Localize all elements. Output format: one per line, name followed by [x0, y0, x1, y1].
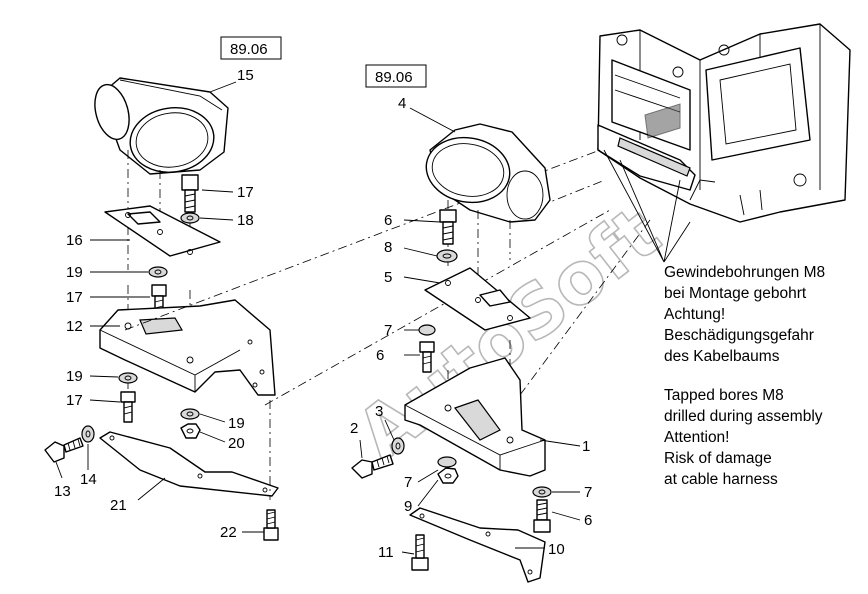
callout-22: 22 [220, 524, 237, 541]
note-line: drilled during assembly [664, 408, 823, 425]
assembly-note-german: Gewindebohrungen M8 bei Montage gebohrt … [664, 262, 868, 367]
note-line: Gewindebohrungen M8 [664, 264, 826, 281]
callout-19: 19 [66, 368, 83, 385]
note-line: Beschädigungsgefahr [664, 327, 814, 344]
callout-1: 1 [582, 438, 590, 455]
callout-20: 20 [228, 435, 245, 452]
callout-5: 5 [384, 269, 392, 286]
callout-15: 15 [237, 67, 254, 84]
callout-numbers: 15 17 18 16 19 17 12 19 17 19 20 13 14 2… [54, 67, 592, 561]
callout-4: 4 [398, 95, 406, 112]
callout-16: 16 [66, 232, 83, 249]
callout-18: 18 [237, 212, 254, 229]
callout-17: 17 [66, 392, 83, 409]
callout-6: 6 [376, 347, 384, 364]
callout-8: 8 [384, 239, 392, 256]
note-line: Risk of damage [664, 450, 772, 467]
callout-leaders [55, 81, 581, 555]
callout-19: 19 [66, 264, 83, 281]
left-assembly: 89.06 [44, 36, 282, 541]
note-line: des Kabelbaums [664, 348, 780, 365]
reference-box-right [365, 64, 427, 88]
callout-21: 21 [110, 497, 127, 514]
callout-14: 14 [80, 471, 97, 488]
callout-17: 17 [237, 184, 254, 201]
callout-9: 9 [404, 498, 412, 515]
callout-13: 13 [54, 483, 71, 500]
callout-7: 7 [404, 474, 412, 491]
callout-10: 10 [548, 541, 565, 558]
callout-6: 6 [584, 512, 592, 529]
reference-label-left: 89.06 [230, 41, 268, 58]
callout-2: 2 [350, 420, 358, 437]
callout-17: 17 [66, 289, 83, 306]
right-assembly: 89.06 [351, 64, 552, 583]
callout-3: 3 [375, 403, 383, 420]
cab-illustration [597, 23, 851, 223]
callout-19: 19 [228, 415, 245, 432]
callout-7: 7 [584, 484, 592, 501]
callout-7: 7 [384, 322, 392, 339]
reference-box-left [220, 36, 282, 60]
callout-12: 12 [66, 318, 83, 335]
note-line: Achtung! [664, 306, 726, 323]
note-line: Tapped bores M8 [664, 387, 784, 404]
note-line: at cable harness [664, 471, 778, 488]
callout-6: 6 [384, 212, 392, 229]
callout-11: 11 [378, 544, 394, 561]
note-line: bei Montage gebohrt [664, 285, 807, 302]
assembly-note-english: Tapped bores M8 drilled during assembly … [664, 385, 868, 490]
note-line: Attention! [664, 429, 730, 446]
reference-label-right: 89.06 [375, 69, 413, 86]
